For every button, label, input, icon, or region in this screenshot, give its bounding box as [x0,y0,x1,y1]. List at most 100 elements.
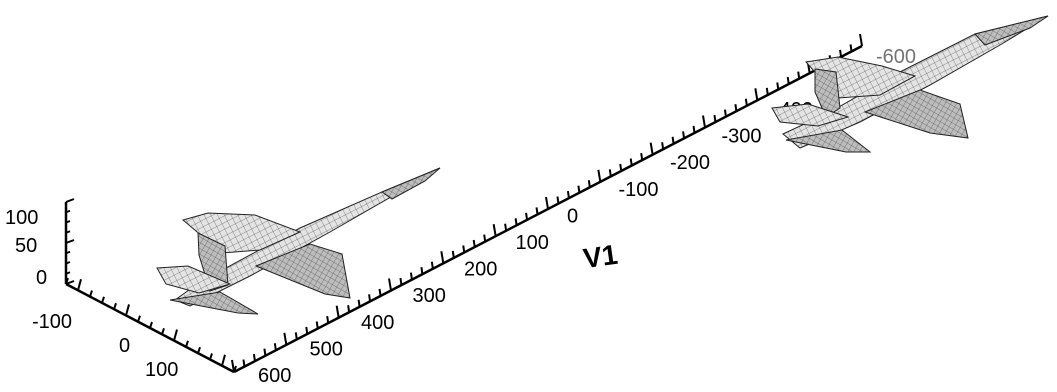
v1-tick-mark [556,196,560,204]
v1-tick-mark [692,125,696,134]
v1-tick-mark [597,169,602,182]
vertical-tick-mark [65,271,71,275]
aircraft-mesh-near [156,167,441,315]
lateral-tick-label: 100 [145,359,178,381]
v1-tick-mark [347,305,351,313]
v1-tick-mark [368,294,372,302]
v1-tick-mark [305,326,309,335]
v1-tick-mark [702,115,706,128]
lateral-tick-mark [221,354,226,366]
lateral-tick-mark [161,327,165,335]
lateral-tick-mark [173,329,178,341]
lateral-tick-mark [101,296,105,304]
v1-tick-mark [315,321,319,329]
v1-tick-mark [273,343,277,351]
v1-tick-mark [723,109,727,117]
v1-tick-mark [378,288,382,297]
v1-tick-mark [619,163,623,172]
lateral-tick-mark [113,302,117,310]
v1-tick-label: 0 [567,205,578,227]
v1-axis: 6005004003002001000-100-200-300-400-500-… [231,33,916,387]
v1-tick-mark [765,87,769,96]
v1-tick-mark [839,49,843,58]
v1-tick-mark [294,332,298,340]
v1-tick-label: 300 [413,285,446,307]
v1-tick-mark [430,261,434,269]
lateral-tick-mark [137,315,141,323]
vertical-tick-label: 100 [5,207,38,229]
vertical-tick-mark [65,261,71,265]
v1-tick-label: 600 [258,365,291,387]
v1-axis-title: V1 [581,239,619,274]
lateral-axis: -100 0 100 [32,277,237,381]
v1-tick-label: 400 [361,312,394,334]
v1-tick-mark [231,359,235,373]
vertical-tick-mark [65,250,71,255]
v1-tick-mark [252,353,256,362]
vertical-axis: 100 50 0 [5,198,75,289]
lateral-tick-mark [197,346,201,354]
v1-tick-mark [335,305,340,318]
v1-tick-mark [797,71,801,79]
v1-tick-label: 200 [464,259,497,281]
v1-tick-mark [640,152,644,161]
lateral-tick-label: -100 [32,311,72,333]
v1-tick-mark [566,190,570,199]
lateral-tick-mark [149,321,153,329]
v1-tick-mark [671,136,675,144]
v1-tick-mark [744,98,748,106]
v1-tick-mark [661,142,665,150]
v1-tick-mark [859,33,863,47]
v1-tick-mark [608,169,612,177]
v1-tick-mark [399,277,403,286]
v1-tick-label: -300 [722,126,762,148]
v1-tick-mark [492,224,497,237]
lateral-tick-mark [65,277,69,285]
v1-tick-label: -100 [619,179,659,201]
vertical-tick-mark [65,220,71,224]
v1-tick-mark [462,245,466,253]
v1-tick-mark [357,299,361,307]
v1-tick-mark [629,158,633,166]
lateral-tick-mark [89,290,93,297]
v1-tick-mark [849,44,853,52]
v1-tick-label: 500 [310,338,343,360]
lateral-tick-mark [125,304,130,316]
v1-tick-mark [514,218,518,226]
v1-tick-mark [409,272,413,280]
v1-tick-mark [440,251,445,264]
vertical-tick-mark [65,239,75,244]
v1-tick-label: 100 [516,232,549,254]
v1-tick-mark [786,76,790,85]
v1-tick-mark [545,196,549,210]
v1-tick-mark [263,348,267,356]
v1-tick-mark [326,315,330,324]
v1-tick-mark [525,212,529,221]
vertical-tick-mark [65,209,71,214]
vertical-tick-mark [65,230,71,234]
aircraft-mesh-far [771,15,1049,153]
v1-tick-mark [504,223,508,231]
v1-tick-mark [713,114,717,123]
lateral-tick-mark [77,279,82,291]
v1-tick-mark [754,88,759,101]
lateral-tick-mark [185,340,189,348]
v1-tick-mark [283,332,288,345]
v1-tick-mark [682,131,686,139]
v1-tick-mark [242,359,246,367]
vertical-tick-label: 50 [15,235,37,257]
lateral-tick-mark [209,353,213,360]
v1-tick-mark [388,278,392,291]
lateral-tick-label: 0 [119,335,130,357]
vertical-tick-mark [65,198,75,203]
v1-tick-mark [451,250,455,259]
v1-tick-mark [776,82,780,90]
v1-tick-mark [472,239,476,248]
v1-tick-mark [483,234,487,242]
vertical-tick-label: 0 [36,267,47,289]
v1-tick-label: -200 [670,152,710,174]
v1-tick-mark [535,207,539,215]
v1-tick-mark [587,180,591,188]
v1-tick-mark [649,142,654,155]
